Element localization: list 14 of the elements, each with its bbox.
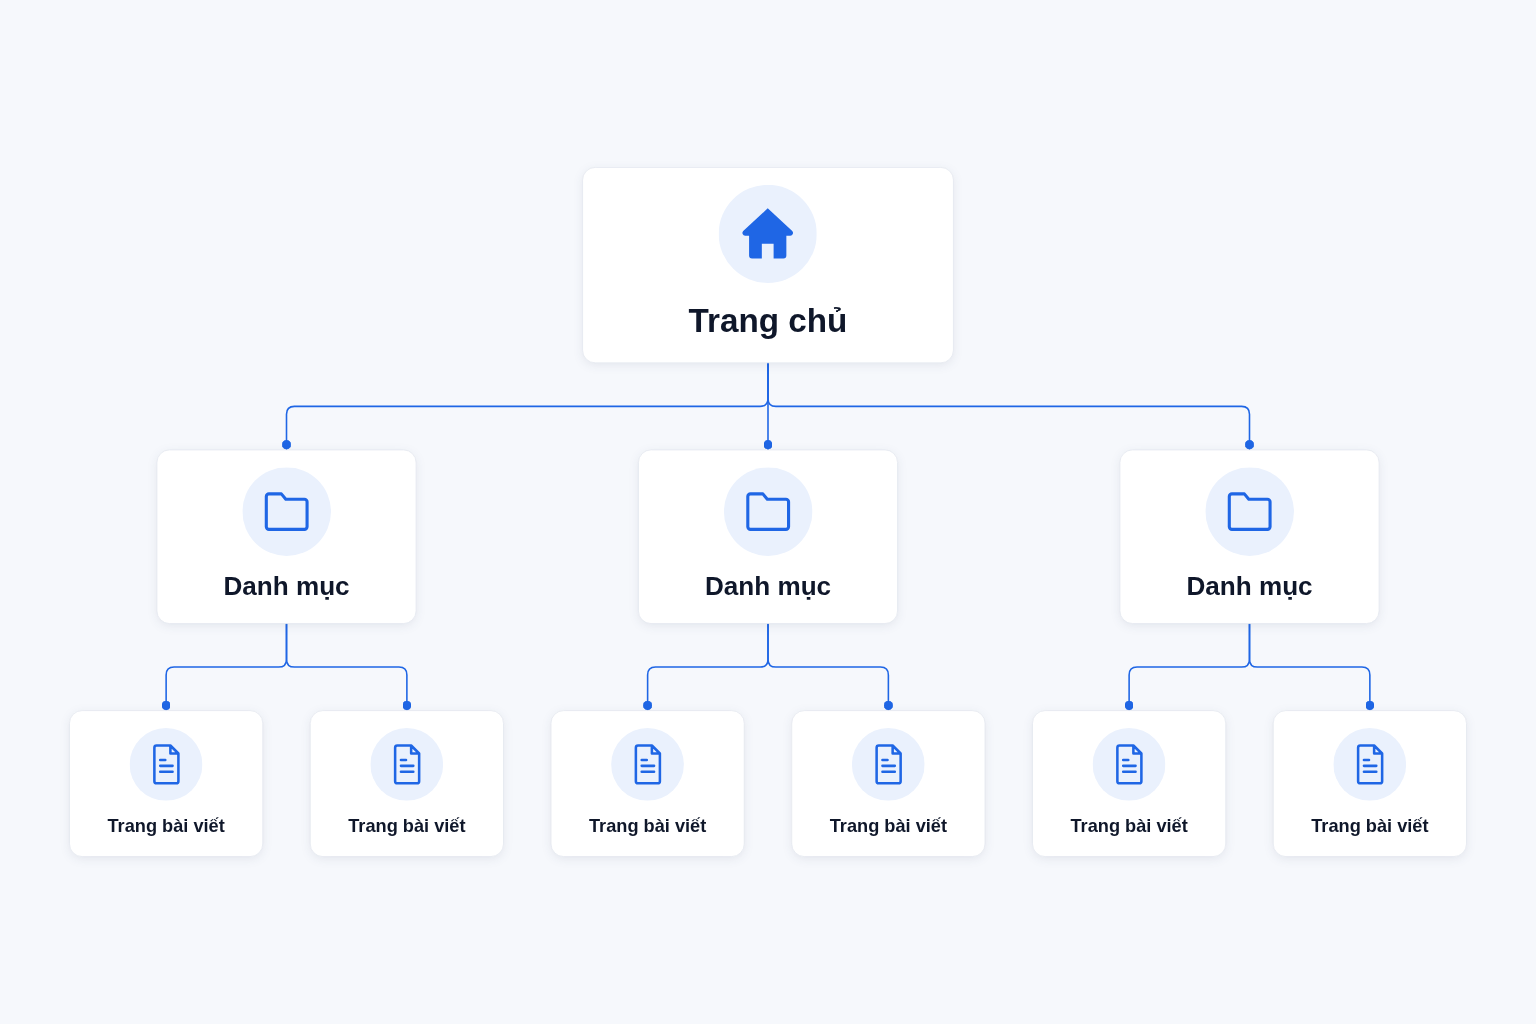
node-box: Trang bài viết <box>309 710 504 857</box>
node-box: Trang bài viết <box>791 710 986 857</box>
connector <box>767 622 894 712</box>
node-box: Trang chủ <box>582 167 954 364</box>
node-box: Danh mục <box>156 449 417 624</box>
node-box: Danh mục <box>638 449 898 624</box>
connector <box>285 622 412 712</box>
node-box: Danh mục <box>1119 449 1380 624</box>
node-box: Trang bài viết <box>1032 710 1227 857</box>
node-box: Trang bài viết <box>1272 710 1467 857</box>
node-box: Trang bài viết <box>550 710 745 857</box>
node-box: Trang bài viết <box>69 710 264 857</box>
connector <box>767 362 1255 451</box>
connector <box>1248 622 1375 712</box>
